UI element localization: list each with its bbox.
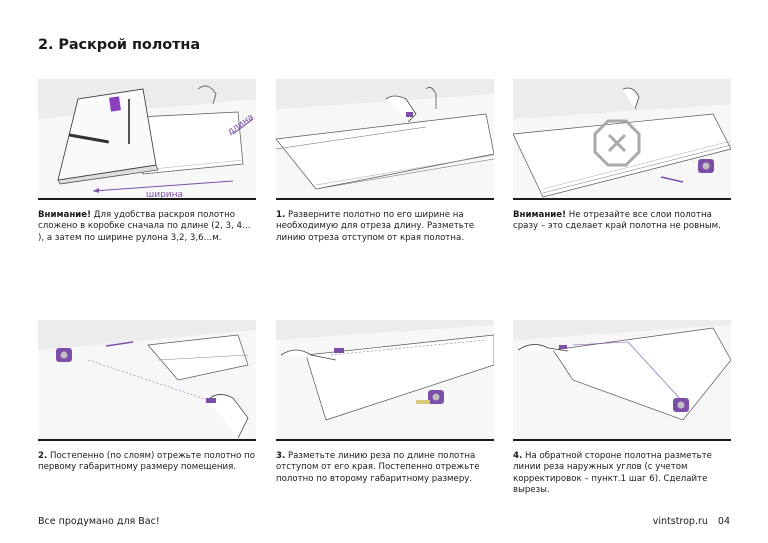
step-box-illustration: ширина длина: [38, 79, 256, 200]
caption-bold: 3.: [276, 451, 286, 461]
caption-bold: 4.: [513, 451, 523, 461]
hand-icon: [280, 349, 337, 361]
step-3: 3. Разметьте линию реза по длине полотна…: [276, 320, 494, 485]
box-label-text: [69, 99, 130, 144]
step-4-caption: 4. На обратной стороне полотна разметьте…: [513, 451, 731, 497]
step-3-caption: 3. Разметьте линию реза по длине полотна…: [276, 451, 494, 485]
step-2: 2. Постепенно (по слоям) отрежьте полотн…: [38, 320, 256, 474]
hand-icon: [517, 344, 569, 352]
page-number: 04: [717, 516, 730, 527]
caption-text: Разверните полотно по его ширине на необ…: [276, 210, 475, 243]
site-link[interactable]: vintstrop.ru: [652, 516, 708, 527]
hand-icon: [207, 394, 249, 439]
pencil-icon: [660, 176, 684, 183]
step-box: ширина длина Внимание! Для удобства раск…: [38, 79, 256, 244]
step-warning: Внимание! Не отрезайте все слои полотна …: [513, 79, 731, 233]
step-4-illustration: [513, 320, 731, 441]
cross-out-icon: [593, 119, 641, 167]
width-label: ширина: [146, 190, 183, 200]
caption-text: На обратной стороне полотна разметьте ли…: [513, 451, 712, 496]
scissors-icon: [334, 348, 344, 353]
caption-bold: Внимание!: [38, 210, 92, 220]
marker-icon: [406, 112, 413, 117]
page-title: 2. Раскрой полотна: [38, 37, 201, 53]
measuring-tape-icon: [56, 348, 72, 362]
step-4: 4. На обратной стороне полотна разметьте…: [513, 320, 731, 497]
scissors-icon: [559, 345, 567, 349]
step-box-caption: Внимание! Для удобства раскроя полотно с…: [38, 210, 256, 244]
footer-slogan: Все продумано для Вас!: [38, 516, 160, 527]
step-1-caption: 1. Разверните полотно по его ширине на н…: [276, 210, 494, 244]
measuring-tape-icon: [698, 159, 714, 173]
step-3-illustration: [276, 320, 494, 441]
footer-right: vintstrop.ru 04: [653, 516, 730, 527]
measuring-tape-icon: [416, 390, 444, 404]
caption-text: Не отрезайте все слои полотна сразу – эт…: [513, 210, 721, 232]
step-1-illustration: [276, 79, 494, 200]
caption-text: Постепенно (по слоям) отрежьте полотно п…: [38, 451, 255, 473]
caption-bold: Внимание!: [513, 210, 567, 220]
step-2-caption: 2. Постепенно (по слоям) отрежьте полотн…: [38, 451, 256, 474]
measuring-tape-icon: [673, 398, 689, 412]
step-2-illustration: [38, 320, 256, 441]
step-1: 1. Разверните полотно по его ширине на н…: [276, 79, 494, 244]
step-warning-caption: Внимание! Не отрезайте все слои полотна …: [513, 210, 731, 233]
caption-text: Разметьте линию реза по длине полотна от…: [276, 451, 480, 484]
step-warning-illustration: [513, 79, 731, 200]
caption-text: Для удобства раскроя полотно сложено в к…: [38, 210, 251, 243]
pencil-icon: [105, 341, 134, 347]
caption-bold: 1.: [276, 210, 286, 220]
scissors-icon: [206, 398, 216, 403]
caption-bold: 2.: [38, 451, 48, 461]
